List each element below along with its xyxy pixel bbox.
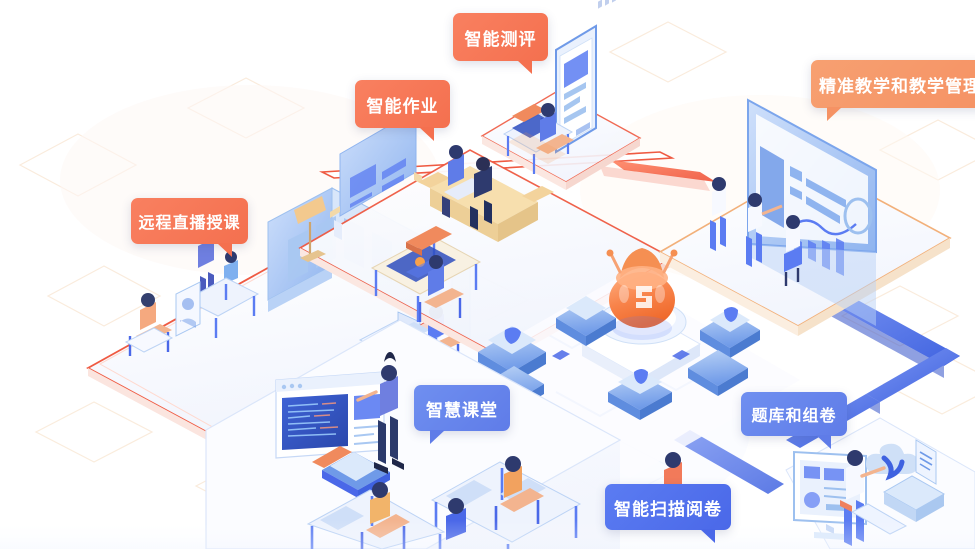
callout-label-text: 智能作业 [366, 96, 439, 116]
tv-screen [330, 109, 422, 240]
callout-label-text: 智慧课堂 [426, 400, 498, 420]
hub-platform-text [598, 0, 616, 9]
person-analyst-3 [784, 215, 802, 286]
server-node [700, 307, 760, 358]
platform-scan-grading [785, 417, 975, 549]
child-at-desk [418, 255, 464, 322]
callout-label-text: 智能测评 [464, 29, 537, 49]
callout-label-scan-grading[interactable]: 智能扫描阅卷 [605, 484, 731, 543]
callout-label-text: 智能扫描阅卷 [614, 499, 722, 519]
chart-icon [843, 197, 873, 235]
platform-analytics [658, 98, 952, 336]
person-analyst-2 [746, 193, 783, 267]
path-blue-bottom [674, 430, 784, 494]
callout-label-assessment[interactable]: 智能测评 [453, 13, 548, 74]
server-node [688, 350, 748, 396]
study-desk [370, 226, 482, 322]
phone-mockup [555, 24, 597, 154]
dashboard-screen [747, 98, 877, 326]
classroom-device [322, 452, 390, 498]
cloud-icon [866, 443, 918, 481]
callout-label-homework[interactable]: 智能作业 [355, 80, 450, 141]
platform-data-center [450, 0, 800, 478]
callout-tail-icon [430, 430, 445, 444]
scanner-icon [850, 439, 946, 535]
callout-tail-icon [827, 107, 842, 121]
floor-lamp [294, 196, 326, 262]
server-node [608, 369, 672, 420]
callout-label-smart-classroom[interactable]: 智慧课堂 [414, 385, 510, 444]
callout-tail-icon [419, 127, 434, 141]
student-seated-left [124, 293, 174, 356]
classroom-presentation-screen [275, 371, 385, 459]
person-classroom-teacher [356, 352, 404, 474]
person-child [470, 157, 492, 230]
assessment-student [536, 103, 574, 154]
platform-mobile-assessment [480, 24, 642, 190]
platform-smart-classroom [205, 319, 682, 549]
tablet-stand [175, 281, 201, 337]
callout-tail-icon [816, 435, 831, 449]
person-analyst-1 [710, 177, 726, 251]
callout-tail-icon [517, 60, 532, 74]
server-node [478, 326, 546, 384]
callout-label-remote-teaching[interactable]: 远程直播授课 [131, 198, 248, 257]
callout-label-text: 远程直播授课 [138, 215, 241, 232]
callout-label-precision-teaching[interactable]: 精准教学和教学管理 [811, 60, 975, 121]
callout-label-text: 精准教学和教学管理 [819, 76, 975, 96]
hub-core-orange [606, 248, 678, 340]
callout-label-text: 题库和组卷 [751, 408, 837, 425]
callout-tail-icon [700, 529, 715, 543]
server-node [556, 296, 616, 346]
callout-tail-icon [217, 243, 232, 257]
callout-label-question-bank[interactable]: 题库和组卷 [741, 392, 847, 449]
